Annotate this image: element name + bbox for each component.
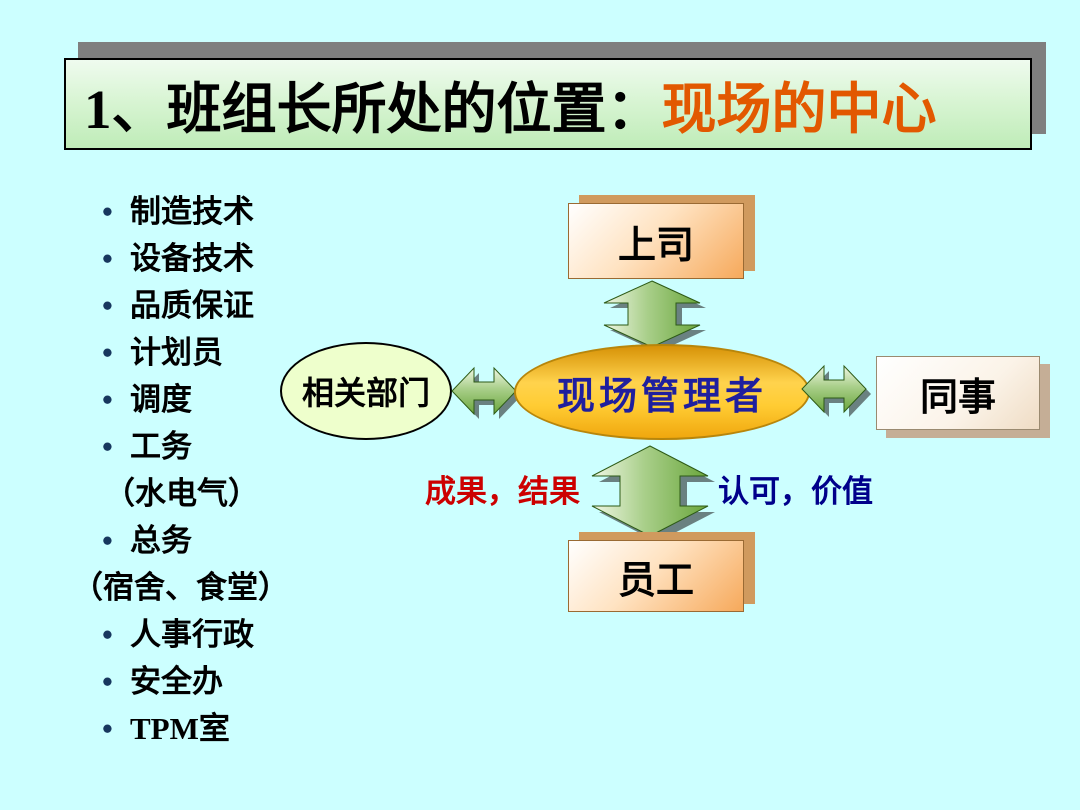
list-item-label: 制造技术 [130,194,254,229]
department-list: • 制造技术 • 设备技术 • 品质保证 • 计划员 • 调度 • 工务 （水电气） • 总务… [70,188,289,752]
bullet-icon: • [102,523,113,558]
up-down-arrow-icon [591,445,715,542]
page-title: 1、班组长所处的位置：现场的中心 [64,58,1032,150]
node-superior: 上司 [568,203,744,279]
left-right-arrow-icon [451,366,521,419]
list-item-label: 计划员 [130,335,223,370]
bullet-icon: • [102,241,113,276]
list-item-label: 总务 [130,523,192,558]
node-related-departments-label: 相关部门 [301,375,430,411]
bullet-icon: • [102,382,113,417]
bullet-icon: • [102,711,113,746]
node-employees-label: 员工 [617,559,694,602]
result-label: 成果，结果 [425,474,580,509]
bullet-icon: • [102,288,113,323]
list-item: • 计划员 [70,329,289,376]
page-title-accent: 现场的中心 [661,79,937,140]
list-item: • 人事行政 [70,611,289,658]
node-related-departments: 相关部门 [280,342,452,440]
list-item-label: 设备技术 [130,241,254,276]
list-item: • TPM室 [70,705,289,752]
list-item: • 制造技术 [70,188,289,235]
value-label: 认可，价值 [718,474,873,509]
list-item: （水电气） [70,470,289,517]
bullet-icon: • [102,194,113,229]
list-item-label: 品质保证 [130,288,254,323]
bullet-icon: • [102,335,113,370]
list-item: （宿舍、食堂） [70,564,289,611]
list-item-label: 工务 [130,429,192,464]
bullet-icon: • [102,617,113,652]
list-item-label: 安全办 [130,664,223,699]
bullet-icon: • [102,429,113,464]
bullet-icon: • [102,664,113,699]
list-item-label: 调度 [130,382,192,417]
list-item-label: TPM室 [130,711,230,746]
left-right-arrow-icon [801,364,871,417]
node-site-manager: 现场管理者 [514,344,810,440]
list-item-label: （宿舍、食堂） [72,570,289,605]
node-site-manager-label: 现场管理者 [556,375,767,418]
node-employees: 员工 [568,540,744,612]
node-colleagues: 同事 [876,356,1040,430]
node-superior-label: 上司 [617,224,694,267]
list-item: • 安全办 [70,658,289,705]
node-colleagues-label: 同事 [919,376,996,419]
up-down-arrow-icon [603,280,706,352]
list-item-label: （水电气） [104,476,259,511]
list-item: • 总务 [70,517,289,564]
list-item: • 工务 [70,423,289,470]
list-item: • 品质保证 [70,282,289,329]
list-item: • 调度 [70,376,289,423]
page-title-main: 1、班组长所处的位置： [84,79,662,140]
list-item: • 设备技术 [70,235,289,282]
list-item-label: 人事行政 [130,617,254,652]
